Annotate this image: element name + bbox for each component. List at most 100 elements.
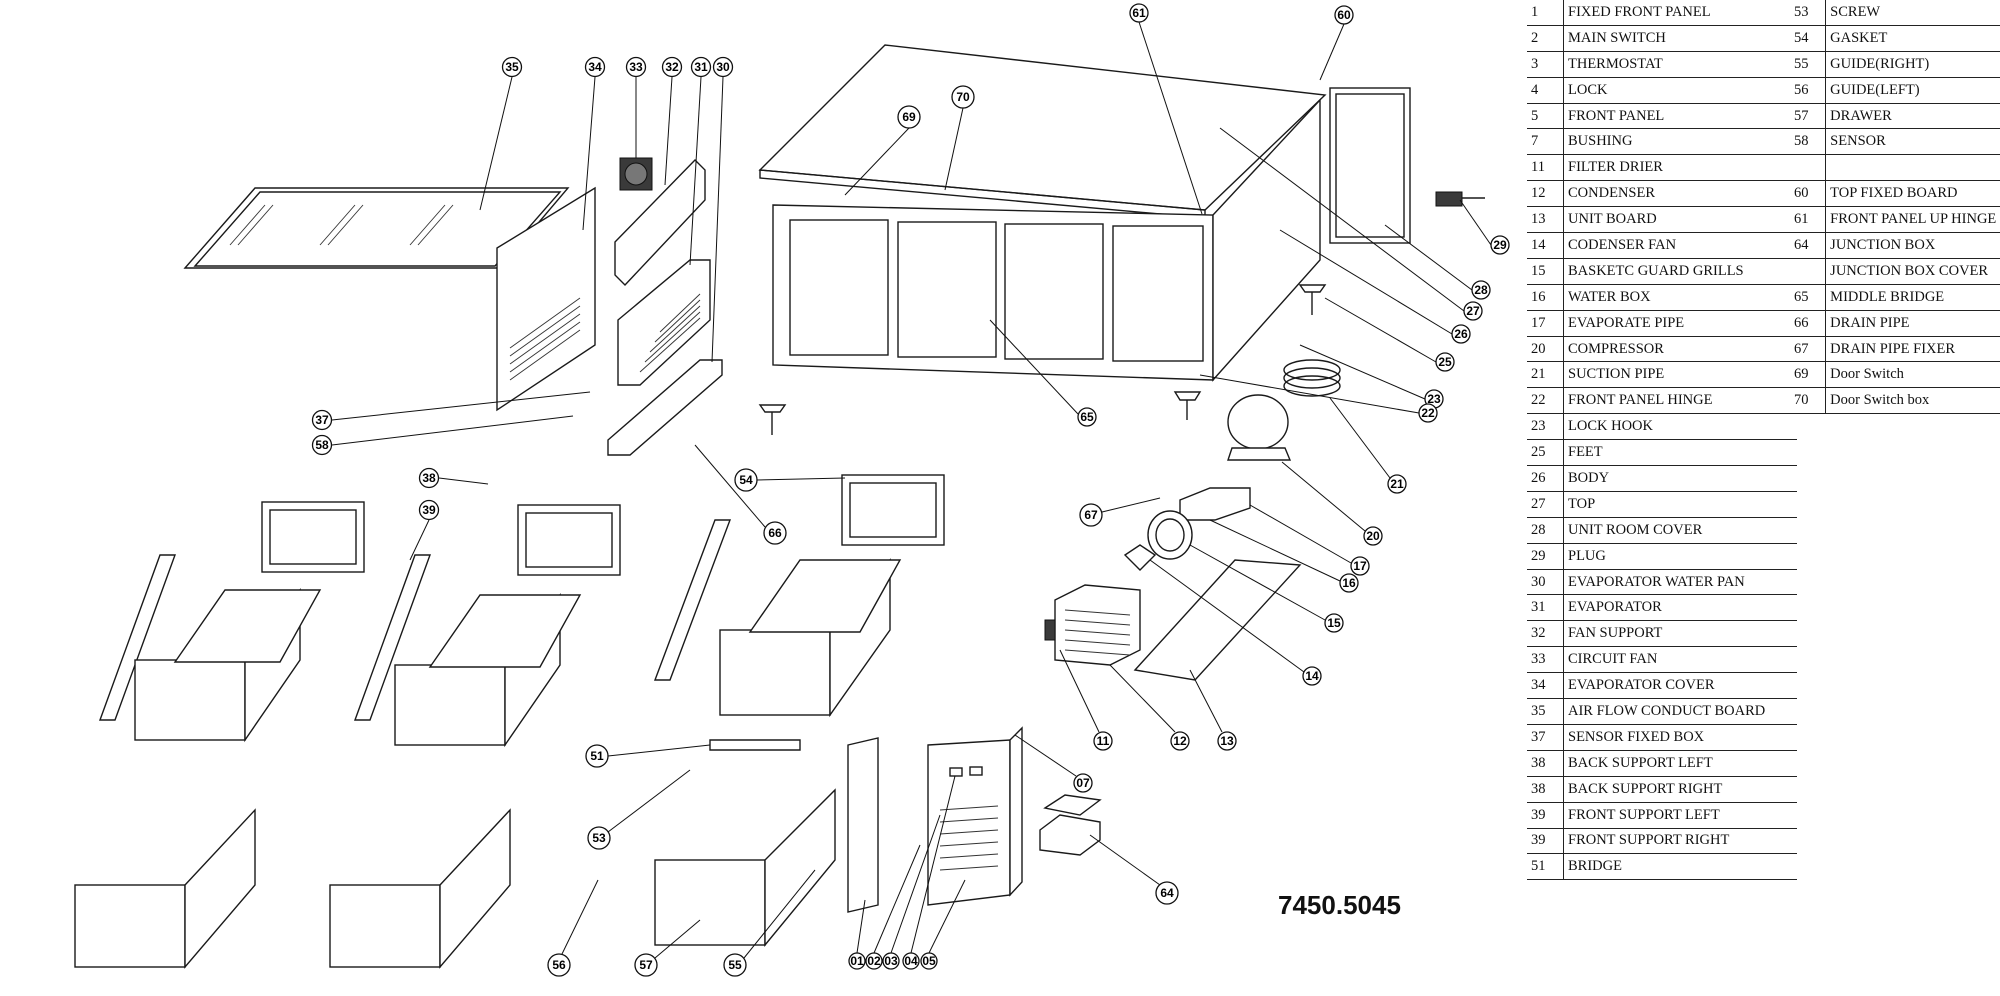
part-number: 21: [1527, 361, 1564, 389]
callout-65: 65: [1077, 407, 1097, 427]
callout-64: 64: [1155, 881, 1179, 905]
part-number: 69: [1790, 361, 1827, 389]
part-name: EVAPORATE PIPE: [1563, 310, 1797, 337]
callout-30: 30: [712, 56, 734, 78]
callout-28: 28: [1471, 280, 1491, 300]
part-name: TOP: [1563, 491, 1797, 518]
callout-15: 15: [1324, 613, 1344, 633]
part-name: FRONT SUPPORT LEFT: [1563, 802, 1797, 829]
svg-text:66: 66: [768, 526, 782, 540]
part-number: 70: [1790, 387, 1827, 415]
part-number: [1790, 258, 1827, 285]
condenser: [1044, 584, 1141, 666]
callout-56: 56: [547, 953, 571, 977]
part-number: 31: [1527, 594, 1564, 622]
part-number: 27: [1527, 491, 1564, 518]
part-number: 11: [1527, 154, 1564, 182]
svg-text:11: 11: [1097, 734, 1110, 748]
svg-text:32: 32: [665, 60, 679, 74]
svg-text:67: 67: [1084, 508, 1098, 522]
svg-text:15: 15: [1327, 616, 1341, 630]
part-number: 39: [1527, 802, 1564, 829]
part-name: COMPRESSOR: [1563, 336, 1797, 363]
callout-53: 53: [587, 826, 611, 850]
parts-row: [1790, 154, 2000, 182]
part-number: 56: [1790, 77, 1827, 104]
part-number: 39: [1527, 828, 1564, 855]
svg-text:33: 33: [629, 60, 643, 74]
callout-66: 66: [763, 521, 787, 545]
part-name: AIR FLOW CONDUCT BOARD: [1563, 698, 1797, 725]
svg-text:65: 65: [1080, 410, 1094, 424]
air-flow-conduct-board: [183, 187, 570, 269]
svg-text:16: 16: [1342, 576, 1356, 590]
model-number: 7450.5045: [1278, 890, 1401, 920]
part-name: JUNCTION BOX: [1825, 232, 2000, 259]
part-number: 3: [1527, 51, 1564, 78]
callout-55: 55: [723, 953, 747, 977]
part-name: FRONT SUPPORT RIGHT: [1563, 828, 1797, 855]
svg-text:27: 27: [1466, 304, 1480, 318]
svg-text:55: 55: [728, 958, 742, 972]
part-number: 60: [1790, 180, 1827, 208]
callout-12: 12: [1170, 731, 1190, 751]
callout-02: 02: [865, 952, 883, 970]
part-name: FIXED FRONT PANEL: [1563, 0, 1797, 26]
part-name: BACK SUPPORT LEFT: [1563, 750, 1797, 777]
svg-text:04: 04: [904, 954, 918, 968]
part-name: GUIDE(LEFT): [1825, 77, 2000, 104]
part-name: EVAPORATOR COVER: [1563, 672, 1797, 700]
svg-text:03: 03: [884, 954, 898, 968]
part-number: 13: [1527, 206, 1564, 234]
part-name: BASKETC GUARD GRILLS: [1563, 258, 1797, 285]
callout-14: 14: [1302, 666, 1322, 686]
part-number: 26: [1527, 465, 1564, 492]
callout-33: 33: [625, 56, 647, 78]
part-name: SENSOR: [1825, 128, 2000, 156]
svg-text:30: 30: [716, 60, 730, 74]
callout-05: 05: [920, 952, 938, 970]
part-name: Door Switch: [1825, 361, 2000, 389]
callout-35: 35: [501, 56, 523, 78]
suction-pipe-coil: [1283, 359, 1341, 397]
part-name: CIRCUIT FAN: [1563, 646, 1797, 674]
part-name: PLUG: [1563, 543, 1797, 570]
part-name: Door Switch box: [1825, 387, 2000, 415]
part-number: 64: [1790, 232, 1827, 259]
part-number: 35: [1527, 698, 1564, 725]
callout-61: 61: [1129, 3, 1149, 23]
callout-39: 39: [418, 499, 440, 521]
callout-11: 11: [1093, 731, 1113, 751]
part-name: SENSOR FIXED BOX: [1563, 724, 1797, 751]
circuit-fan: [619, 157, 653, 191]
callout-26: 26: [1451, 324, 1471, 344]
svg-text:26: 26: [1454, 327, 1468, 341]
part-name: UNIT ROOM COVER: [1563, 517, 1797, 544]
svg-text:31: 31: [694, 60, 708, 74]
svg-text:58: 58: [315, 438, 329, 452]
front-control-panel: [847, 726, 1023, 913]
part-number: 7: [1527, 128, 1564, 156]
part-name: BACK SUPPORT RIGHT: [1563, 776, 1797, 803]
part-number: 22: [1527, 387, 1564, 415]
callout-20: 20: [1363, 526, 1383, 546]
cabinet-body: [758, 44, 1411, 382]
part-number: 53: [1790, 0, 1827, 26]
part-number: 4: [1527, 77, 1564, 104]
callout-57: 57: [634, 953, 658, 977]
